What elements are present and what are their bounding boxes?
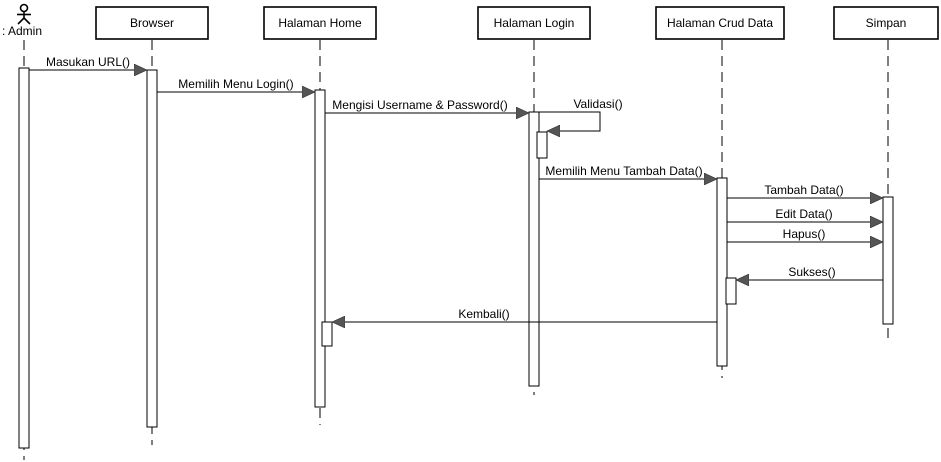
message-arrow-m4: [539, 111, 601, 131]
lifeline-header-crud: Halaman Crud Data: [655, 6, 785, 40]
message-label-m8: Hapus(): [783, 227, 826, 241]
message-label-m10: Kembali(): [458, 307, 509, 321]
activation-login-self: [536, 131, 548, 159]
lifeline-label-login: Halaman Login: [494, 16, 575, 30]
message-label-m1: Masukan URL(): [46, 55, 130, 69]
lifeline-header-home: Halaman Home: [263, 6, 377, 40]
message-label-m9: Sukses(): [788, 265, 835, 279]
lifeline-label-crud: Halaman Crud Data: [667, 16, 773, 30]
message-label-m3: Mengisi Username & Password(): [332, 98, 507, 112]
activation-crud-return: [725, 277, 737, 305]
activation-actor: [18, 67, 30, 449]
activation-crud: [716, 177, 728, 367]
lifeline-label-browser: Browser: [130, 16, 174, 30]
lifeline-label-home: Halaman Home: [278, 16, 362, 30]
lifeline-header-login: Halaman Login: [477, 6, 591, 40]
message-label-m7: Edit Data(): [775, 207, 832, 221]
message-label-m2: Memilih Menu Login(): [178, 77, 293, 91]
activation-home: [314, 89, 326, 408]
activation-browser: [146, 69, 158, 428]
message-label-m5: Memilih Menu Tambah Data(): [545, 164, 702, 178]
activation-login: [528, 111, 540, 387]
activation-home-return: [321, 321, 333, 347]
activation-simpan: [882, 196, 894, 325]
actor-admin: : Admin: [2, 3, 42, 38]
message-label-m6: Tambah Data(): [764, 183, 843, 197]
message-label-m4: Validasi(): [573, 97, 622, 111]
actor-label: : Admin: [2, 24, 42, 38]
lifeline-header-simpan: Simpan: [833, 6, 939, 40]
lifeline-label-simpan: Simpan: [866, 16, 907, 30]
stick-figure-icon: [17, 3, 31, 25]
lifeline-header-browser: Browser: [95, 6, 209, 40]
